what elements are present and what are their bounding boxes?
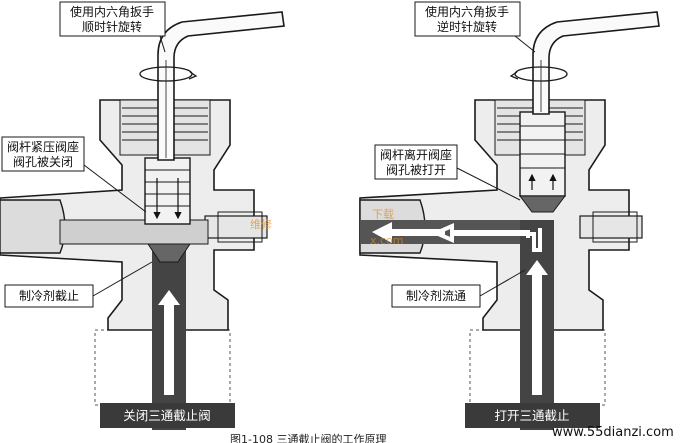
right-valve-seat [519, 195, 566, 213]
right-service-port [579, 215, 643, 239]
right-stem-note-box [374, 144, 458, 180]
left-flow-note: 制冷剂截止 [19, 288, 79, 303]
right-service-nut [592, 211, 638, 243]
left-service-nut [217, 211, 263, 243]
left-hand-leader [159, 35, 166, 53]
right-banner-bg [465, 403, 600, 428]
right-flow-arrow-turn [431, 222, 542, 252]
right-flow-leader [479, 269, 526, 297]
right-flow-arrow-up [526, 260, 548, 395]
right-hex-key [532, 11, 660, 115]
right-hand-note-line1: 使用内六角扳手 [425, 4, 509, 19]
watermark-left: 维修 [250, 217, 272, 231]
left-flow-leader [92, 261, 153, 297]
right-flow-arrow-left [372, 222, 445, 243]
left-valve: 使用内六角扳手 顺时针旋转 阀杆紧压阀座 阀孔被关闭 制冷剂截止 关闭三通截止阀 [0, 1, 285, 430]
left-stem-note-line1: 阀杆紧压阀座 [7, 139, 79, 154]
right-stem-leader [456, 167, 521, 201]
right-stem-note-line1: 阀杆离开阀座 [380, 147, 452, 162]
right-banner-text: 打开三通截止 [494, 408, 569, 423]
right-flow-note: 制冷剂流通 [406, 288, 466, 303]
right-stem-threads [520, 125, 565, 169]
left-valve-seat [147, 243, 191, 263]
left-banner-text: 关闭三通截止阀 [123, 408, 211, 423]
right-stem-note-line2: 阀孔被打开 [386, 163, 446, 177]
right-hand-note-line2: 逆时针旋转 [437, 19, 497, 34]
left-flow-arrow [158, 290, 180, 395]
left-stem-note-box [1, 136, 85, 172]
figure-caption: 图1-108 三通截止阀的工作原理 [230, 432, 386, 443]
watermark-right-top: 下载 [372, 208, 394, 221]
left-hand-note-box [59, 1, 166, 37]
right-hand-leader [514, 35, 536, 53]
left-banner-bg [100, 403, 235, 428]
left-side-port [0, 199, 66, 254]
right-rotation-arrowhead [509, 71, 519, 80]
left-stem-threads [145, 169, 190, 207]
right-valve: 使用内六角扳手 逆时针旋转 阀杆离开阀座 阀孔被打开 制冷剂流通 打开三通截止 [359, 1, 660, 430]
left-hex-key [157, 11, 285, 161]
site-url: www.55dianzi.com [552, 425, 674, 440]
left-valve-stem [144, 157, 191, 225]
left-hand-note-line2: 顺时针旋转 [82, 19, 142, 34]
left-hand-note-line1: 使用内六角扳手 [70, 4, 154, 19]
left-stem-leader [83, 164, 147, 213]
left-stem-note-line2: 阀孔被关闭 [13, 155, 73, 169]
left-rotation-arrowhead [188, 71, 198, 80]
watermark-right-bottom: x.com [370, 234, 404, 247]
right-hand-note-box [414, 1, 521, 37]
